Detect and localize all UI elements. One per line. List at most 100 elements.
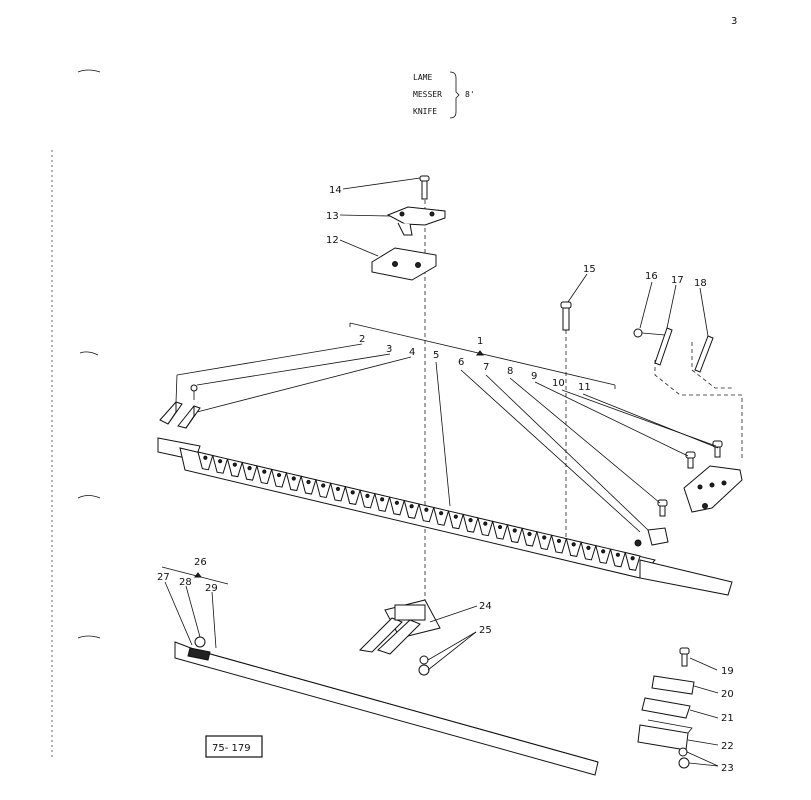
knife-section — [580, 541, 597, 561]
part-21-plate — [641, 697, 691, 719]
knife-section — [433, 506, 450, 526]
part-20-plate — [651, 675, 695, 695]
section-rivet-hole — [483, 521, 488, 526]
part-7-rivet — [634, 539, 642, 547]
knife-section — [565, 537, 582, 557]
callout-1: 1 — [477, 336, 483, 347]
callout-9: 9 — [531, 371, 537, 382]
section-rivet-hole — [586, 545, 591, 550]
knife-section — [477, 517, 494, 537]
figure-code: 75- 179 — [212, 743, 251, 754]
part-17-link — [654, 327, 673, 366]
part-16-bolt — [633, 328, 666, 338]
part-12-plate — [371, 247, 437, 281]
section-rivet-hole — [262, 469, 267, 474]
section-rivet-hole — [247, 466, 252, 471]
section-rivet-hole — [276, 472, 282, 478]
knife-section — [270, 468, 288, 488]
callout-12: 12 — [326, 235, 339, 246]
knife-section — [447, 510, 464, 530]
callout-14: 14 — [329, 185, 342, 196]
section-rivet-hole — [468, 518, 473, 523]
knife-section — [226, 458, 243, 478]
part-9-bolt — [685, 451, 696, 469]
callout-15: 15 — [583, 264, 596, 275]
callout-29: 29 — [205, 583, 218, 594]
knife-section — [609, 548, 626, 568]
callout-27: 27 — [157, 572, 170, 583]
section-rivet-hole — [365, 493, 370, 498]
leader-lines — [164, 177, 719, 767]
callout-10: 10 — [552, 378, 565, 389]
callout-5: 5 — [433, 350, 439, 361]
knife-section — [315, 479, 332, 499]
knife-section — [256, 465, 273, 485]
left-margin-marks — [51, 69, 101, 760]
section-rivet-hole — [424, 507, 429, 512]
title-lame: LAME — [413, 73, 432, 82]
section-rivet-hole — [218, 459, 223, 464]
callout-11: 11 — [578, 382, 591, 393]
callout-17: 17 — [671, 275, 684, 286]
section-rivet-hole — [601, 549, 606, 554]
part-23-nuts — [678, 747, 690, 769]
part-25-nuts — [418, 655, 430, 676]
title-messer: MESSER — [413, 90, 442, 99]
callout-4: 4 — [409, 347, 415, 358]
part-19-bolt — [679, 647, 690, 667]
section-rivet-hole — [497, 524, 503, 530]
knife-section — [285, 472, 302, 492]
section-rivet-hole — [394, 500, 399, 505]
section-rivet-hole — [232, 462, 237, 467]
callout-6: 6 — [458, 357, 464, 368]
callout-16: 16 — [645, 271, 658, 282]
section-rivet-hole — [380, 497, 385, 502]
callout-28: 28 — [179, 577, 192, 588]
part-24-guard — [358, 599, 441, 655]
section-rivet-hole — [512, 528, 517, 533]
knife-section — [359, 489, 376, 509]
section-rivet-hole — [350, 490, 355, 495]
callout-7: 7 — [483, 362, 489, 373]
callout-25: 25 — [479, 625, 492, 636]
section-rivet-hole — [321, 483, 326, 488]
section-rivet-hole — [203, 455, 208, 460]
knife-section — [595, 544, 612, 564]
section-rivet-hole — [306, 479, 311, 485]
callout-3: 3 — [386, 344, 392, 355]
part-4-rivet — [190, 384, 198, 400]
section-rivet-hole — [630, 556, 635, 561]
callout-22: 22 — [721, 741, 734, 752]
knife-section — [241, 461, 258, 481]
part-22-block — [637, 719, 693, 751]
callout-numbers: 1 2 3 4 5 6 7 8 9 10 11 12 13 14 15 16 1… — [157, 185, 734, 774]
knife-section — [521, 527, 538, 547]
knife-section — [550, 534, 567, 554]
knife-section — [491, 520, 509, 540]
knife-section — [197, 451, 214, 471]
part-3-section — [177, 405, 201, 429]
knife-section — [403, 499, 420, 519]
figure-code-box: 75- 179 — [205, 735, 263, 758]
part-13-bracket — [386, 206, 446, 236]
callout-24: 24 — [479, 601, 492, 612]
callout-21: 21 — [721, 713, 734, 724]
section-rivet-hole — [571, 542, 576, 547]
knife-section — [374, 492, 391, 512]
knife-section — [624, 551, 641, 571]
section-rivet-hole — [409, 504, 414, 509]
part-14-bolt — [419, 175, 430, 200]
knife-section — [388, 496, 405, 516]
part-11-knife-head — [683, 465, 743, 513]
knife-bar — [157, 437, 733, 596]
knife-section — [329, 482, 346, 502]
callout-8: 8 — [507, 366, 513, 377]
callout-19: 19 — [721, 666, 734, 677]
section-rivet-hole — [615, 552, 621, 557]
title-knife: KNIFE — [413, 107, 437, 116]
section-rivet-hole — [556, 538, 562, 544]
callout-13: 13 — [326, 211, 339, 222]
callout-2: 2 — [359, 334, 365, 345]
title-size: 8' — [465, 90, 475, 99]
